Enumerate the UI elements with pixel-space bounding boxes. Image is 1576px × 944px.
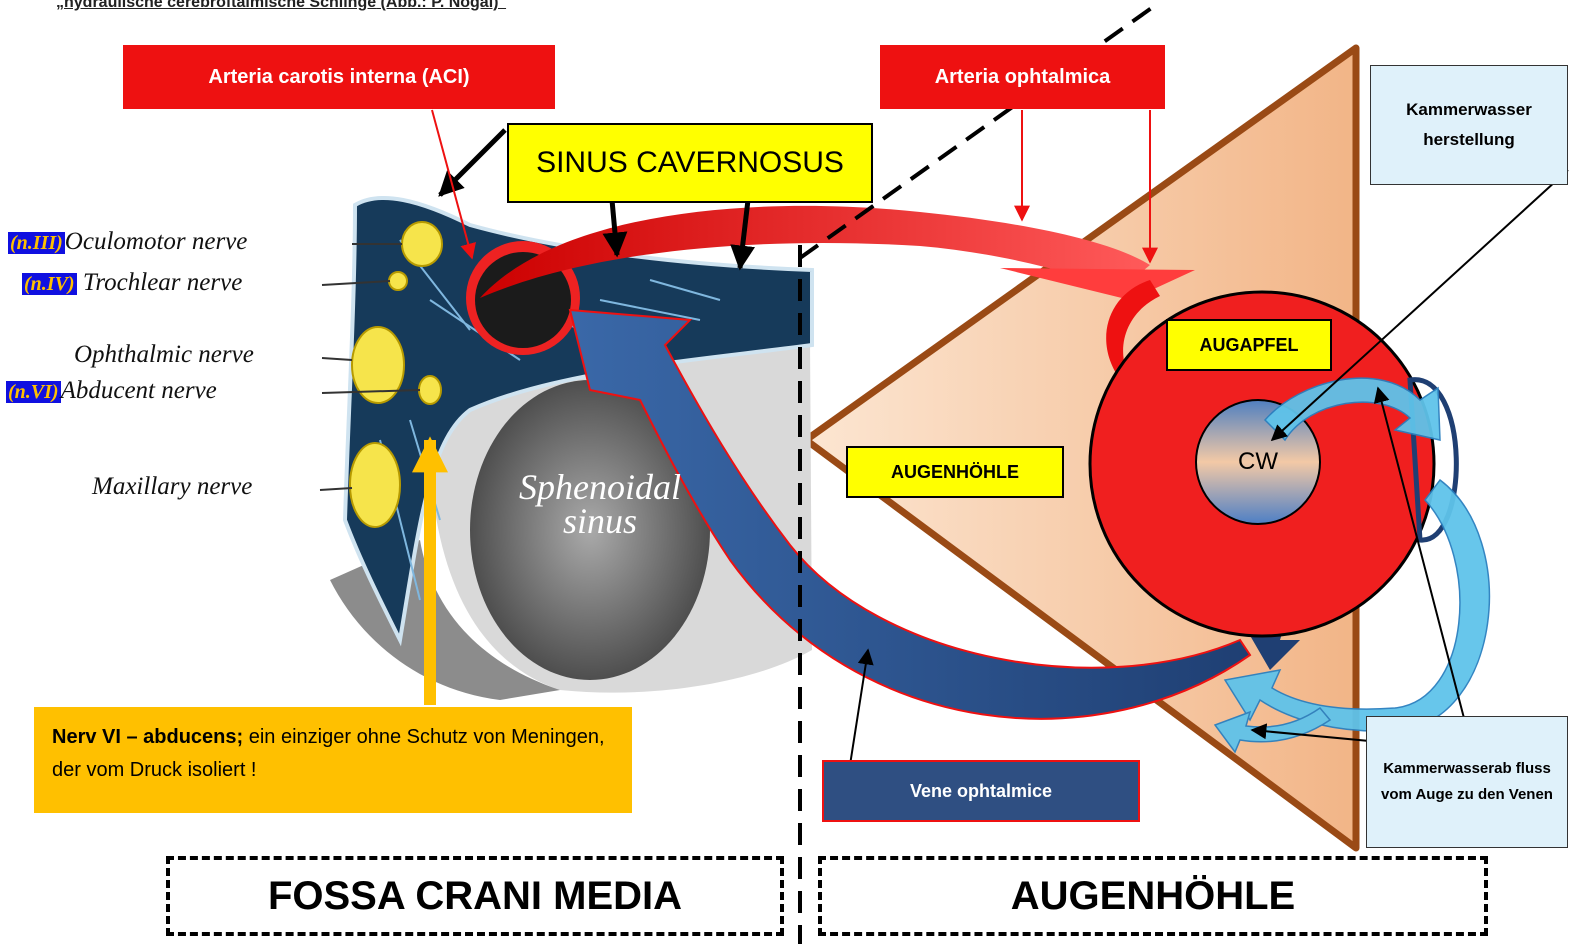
figure-title-main: „hydraulische cerebroftalmische Schlinge xyxy=(56,0,376,11)
kammerwasser-abfluss-label: Kammerwasserab fluss vom Auge zu den Ven… xyxy=(1367,756,1567,808)
trochlear-tag: (n.IV) xyxy=(22,273,77,295)
augenhoehle-region-label: AUGENHÖHLE xyxy=(1011,874,1295,919)
arteria-ophthalmica-label-box: Arteria ophtalmica xyxy=(880,45,1165,109)
augapfel-label-box: AUGAPFEL xyxy=(1166,319,1332,371)
abducent-name: Abducent nerve xyxy=(61,377,217,404)
ophthalmic-nerve-label: Ophthalmic nerve xyxy=(74,341,254,369)
kammerwasser-herstellung-box: Kammerwasser herstellung xyxy=(1370,65,1568,185)
sinus-cavernosus-label-box: SINUS CAVERNOSUS xyxy=(507,123,873,203)
oculomotor-nerve-label: (n.III)Oculomotor nerve xyxy=(8,228,247,256)
aci-label-box: Arteria carotis interna (ACI) xyxy=(123,45,555,109)
vene-ophthalmica-box: Vene ophtalmice xyxy=(822,760,1140,822)
abducent-nerve-label: (n.VI)Abducent nerve xyxy=(6,377,217,405)
cw-label: CW xyxy=(1210,448,1306,476)
sinus-cavernosus-label: SINUS CAVERNOSUS xyxy=(536,146,844,180)
trochlear-nerve-label: (n.IV) Trochlear nerve xyxy=(22,269,242,297)
fossa-crani-media-region: FOSSA CRANI MEDIA xyxy=(166,856,784,936)
sphenoidal-line2: sinus xyxy=(500,504,700,538)
aci-label: Arteria carotis interna (ACI) xyxy=(208,66,469,89)
augenhoehle-small-label: AUGENHÖHLE xyxy=(891,462,1019,483)
maxillary-nerve-section xyxy=(350,443,400,527)
vene-ophthalmica-label: Vene ophtalmice xyxy=(910,781,1052,802)
figure-title: „hydraulische cerebroftalmische Schlinge… xyxy=(56,0,506,12)
sinus-cavernosus-section xyxy=(330,198,812,700)
augenhoehle-small-label-box: AUGENHÖHLE xyxy=(846,446,1064,498)
oculomotor-tag: (n.III) xyxy=(8,232,65,254)
oculomotor-nerve-section xyxy=(402,222,442,266)
maxillary-nerve-label: Maxillary nerve xyxy=(92,473,252,501)
abducens-note-box: Nerv VI – abducens; ein einziger ohne Sc… xyxy=(34,707,632,813)
trochlear-nerve-section xyxy=(389,272,407,290)
arteria-ophthalmica-label: Arteria ophtalmica xyxy=(935,66,1111,89)
kammerwasser-abfluss-box: Kammerwasserab fluss vom Auge zu den Ven… xyxy=(1366,716,1568,848)
ophthalmic-name: Ophthalmic nerve xyxy=(74,341,254,368)
kammerwasser-herstellung-label: Kammerwasser herstellung xyxy=(1371,95,1567,155)
abducent-tag: (n.VI) xyxy=(6,381,61,403)
augapfel-label: AUGAPFEL xyxy=(1200,335,1299,356)
abducens-note-title: Nerv VI – abducens; xyxy=(52,726,243,748)
fossa-crani-media-label: FOSSA CRANI MEDIA xyxy=(268,874,682,919)
trochlear-name: Trochlear nerve xyxy=(83,269,242,296)
sphenoidal-sinus-label: Sphenoidal sinus xyxy=(500,470,700,538)
abducent-nerve-section xyxy=(419,376,441,404)
sphenoidal-line1: Sphenoidal xyxy=(500,470,700,504)
figure-title-credit: (Abb.: P. Nogal)" xyxy=(376,0,506,11)
maxillary-name: Maxillary nerve xyxy=(92,473,252,500)
augenhoehle-region: AUGENHÖHLE xyxy=(818,856,1488,936)
oculomotor-name: Oculomotor nerve xyxy=(65,228,248,255)
